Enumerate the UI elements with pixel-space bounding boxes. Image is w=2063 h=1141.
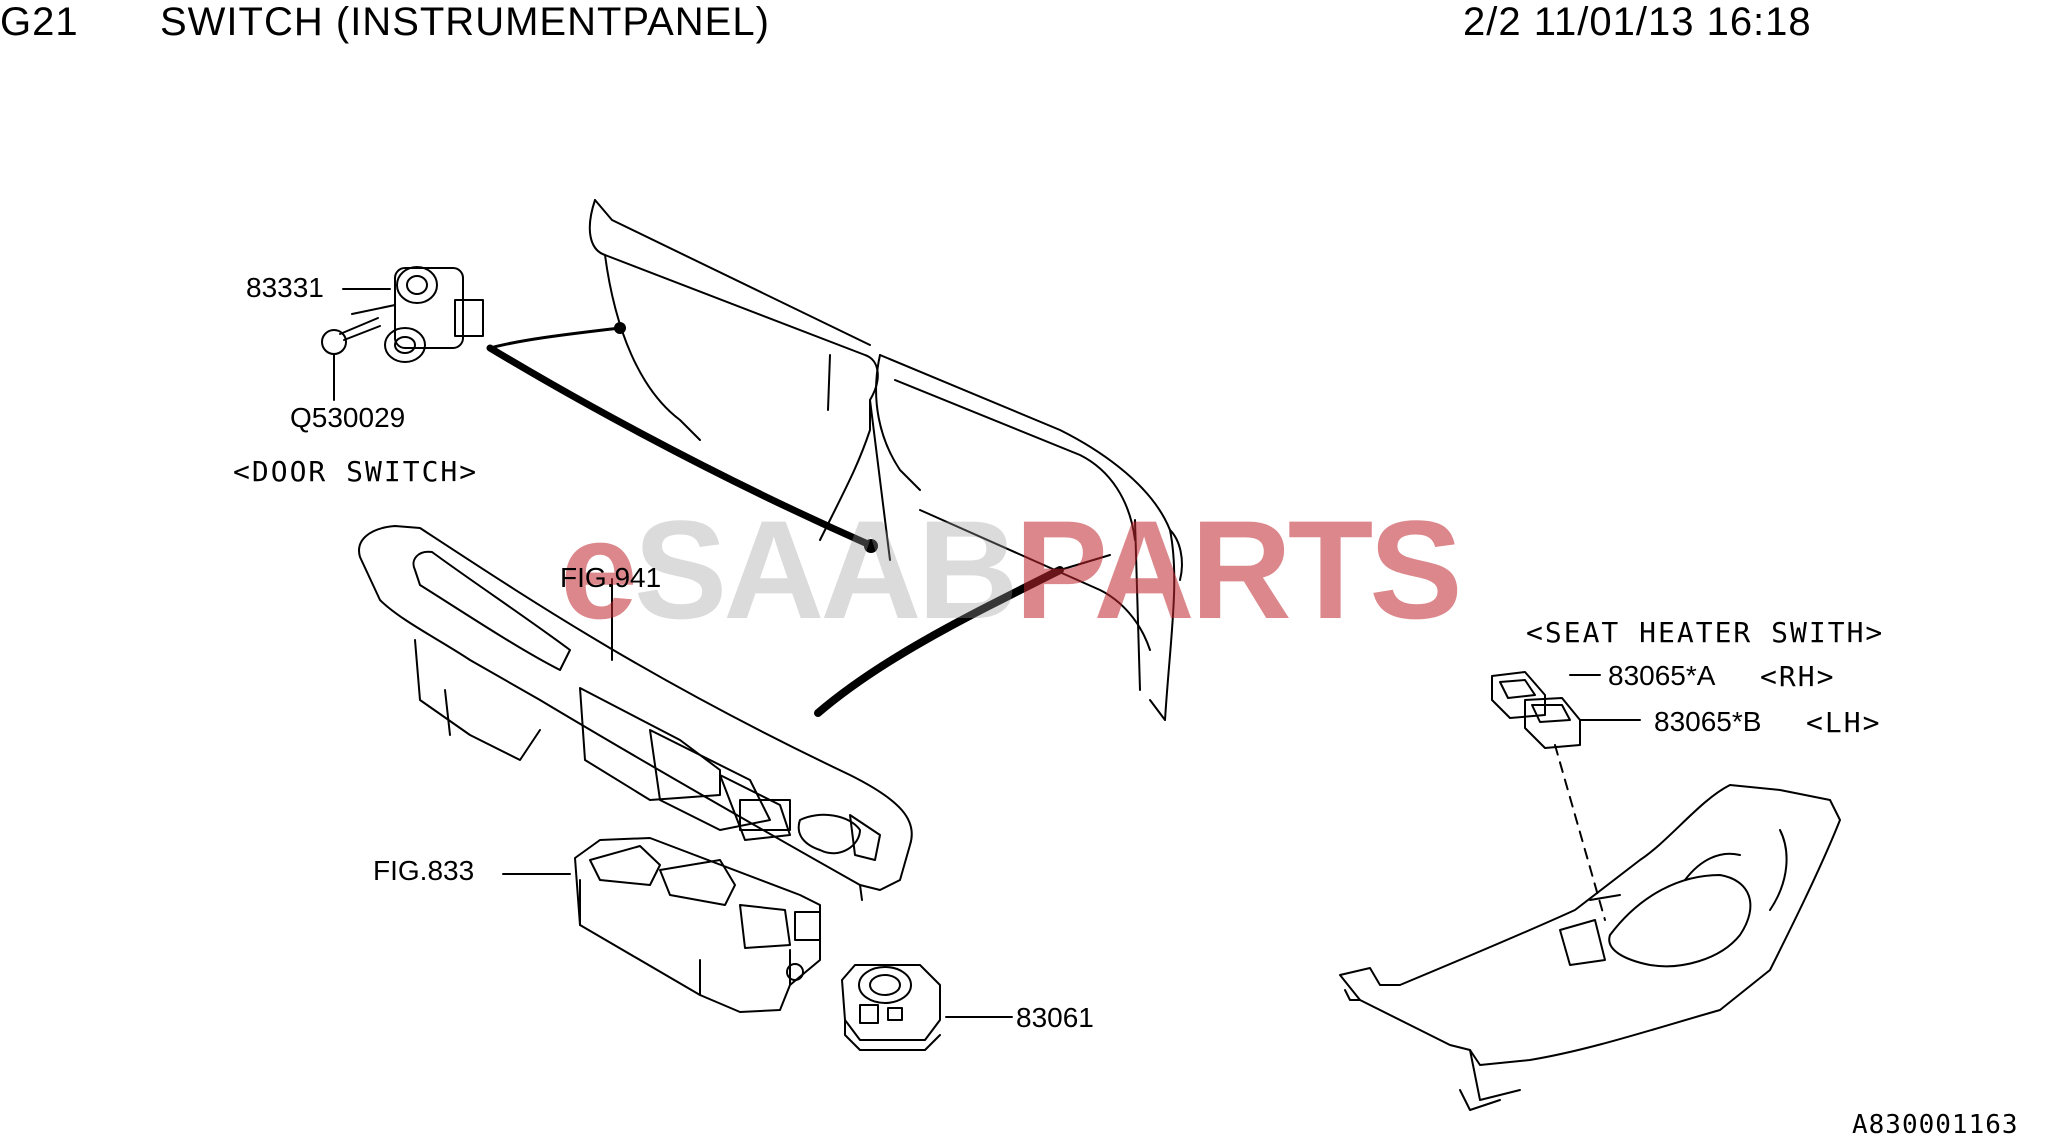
door-switch-wire: [486, 344, 874, 549]
door-panel-front: [875, 354, 1183, 721]
seat-heater-caption: <SEAT HEATER SWITH>: [1526, 616, 1885, 649]
label-fig833: FIG.833: [373, 855, 475, 886]
label-83065b: 83065*B: [1654, 706, 1762, 737]
label-83065a: 83065*A: [1608, 660, 1716, 691]
watermark-prefix: e: [560, 491, 638, 648]
screw-part: [321, 317, 381, 401]
label-83065b-side: <LH>: [1806, 706, 1882, 739]
label-83061: 83061: [1016, 1002, 1094, 1033]
door-switch-part: [351, 266, 484, 363]
window-switch-panel: [358, 525, 913, 901]
center-console: [1339, 784, 1841, 1111]
door-panel-rear: [588, 199, 891, 561]
window-switch-block: [574, 837, 821, 1013]
group-code: G21: [0, 0, 79, 44]
page-title: SWITCH (INSTRUMENTPANEL): [160, 0, 770, 44]
mirror-switch-part: [841, 964, 941, 1051]
watermark-middle: SAAB: [633, 491, 1019, 648]
label-q530029: Q530029: [290, 402, 406, 433]
door-switch-caption: <DOOR SWITCH>: [233, 455, 479, 488]
label-83065a-side: <RH>: [1760, 660, 1836, 693]
drawing-id: A830001163: [1852, 1110, 2019, 1140]
esaabparts-watermark: eSAABPARTS: [560, 500, 1463, 640]
watermark-suffix: PARTS: [1014, 491, 1463, 648]
seat-heater-switches: [1491, 671, 1606, 921]
label-fig941: FIG.941: [560, 562, 662, 593]
label-83331: 83331: [246, 272, 324, 303]
page-date: 2/2 11/01/13 16:18: [1463, 0, 1812, 44]
window-switch-wire: [814, 566, 1064, 717]
